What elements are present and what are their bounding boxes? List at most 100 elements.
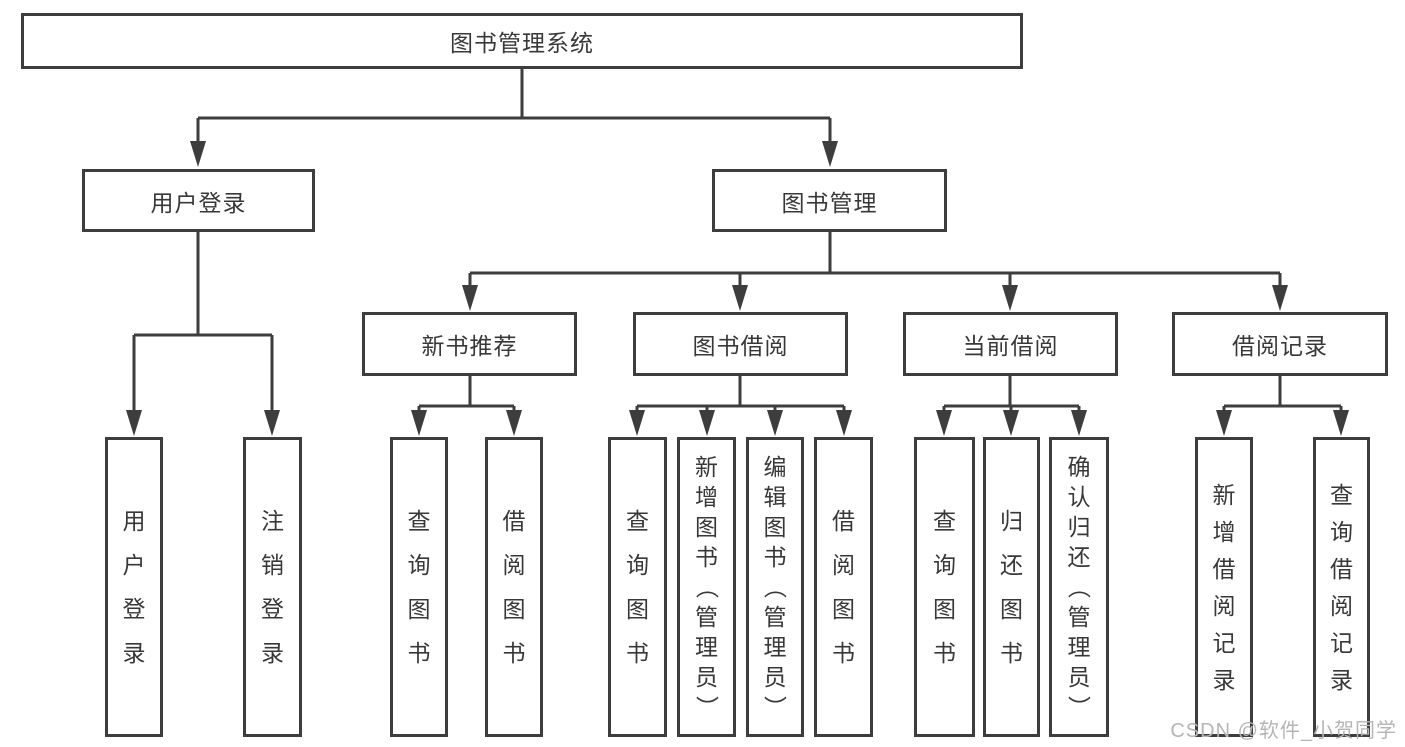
- node-label-char: 图: [502, 596, 526, 622]
- node-label-char: 询: [626, 552, 649, 578]
- node-label-char: （: [693, 575, 720, 599]
- node-label-char: 录: [261, 640, 284, 666]
- node-label-char: 借: [1330, 555, 1353, 582]
- node-leaf-confirm-return: 确认归还 （ 管理员 ）: [1049, 437, 1109, 737]
- node-label-char: 员: [695, 664, 718, 690]
- node-label-char: 登: [261, 596, 284, 622]
- node-label-char: 新: [695, 454, 718, 480]
- node-leaf-add-book: 新增图书 （ 管理员 ）: [677, 437, 736, 737]
- node-label-char: 管: [1067, 604, 1091, 630]
- node-label-char: 查: [407, 508, 431, 534]
- node-label-char: （: [1066, 575, 1092, 599]
- node-label: 当前借阅: [962, 333, 1059, 359]
- node-label-char: 登: [122, 596, 146, 622]
- node-leaf-query-book-3: 查询图书: [914, 437, 975, 737]
- node-label-char: 新: [1212, 481, 1236, 508]
- node-label-char: 理: [763, 634, 787, 660]
- node-label-char: 增: [1212, 518, 1236, 545]
- node-label-char: 询: [933, 552, 956, 578]
- node-label-char: 员: [763, 664, 787, 690]
- node-label-char: 理: [695, 634, 718, 660]
- node-label-char: 图: [626, 596, 649, 622]
- node-book-mgmt: 图书管理: [712, 169, 947, 232]
- node-label-char: 理: [1067, 634, 1091, 660]
- node-label-char: 确: [1067, 454, 1091, 480]
- node-label-char: 编: [763, 454, 787, 480]
- node-label-char: 归: [1000, 508, 1023, 534]
- watermark: CSDN @软件_小贺同学: [1170, 720, 1397, 742]
- node-label-char: 书: [933, 640, 956, 666]
- node-label-char: 增: [695, 484, 718, 510]
- node-leaf-borrow-book-1: 借阅图书: [485, 437, 543, 737]
- node-label-char: 归: [1067, 514, 1091, 540]
- node-label-char: 录: [122, 640, 146, 666]
- node-label-char: 借: [832, 508, 855, 534]
- node-label-char: 阅: [832, 552, 855, 578]
- node-label-char: 还: [1067, 544, 1091, 570]
- node-label-char: 管: [763, 604, 787, 630]
- node-label-char: 询: [407, 552, 431, 578]
- node-leaf-query-book-2: 查询图书: [608, 437, 667, 737]
- node-label-char: 员: [1067, 664, 1091, 690]
- node-label-char: 销: [261, 552, 284, 578]
- node-leaf-edit-book: 编辑图书（管理员）: [746, 437, 804, 737]
- node-leaf-query-book-1: 查询图书: [390, 437, 448, 737]
- node-label-char: 借: [502, 508, 526, 534]
- node-label-char: ）: [1066, 695, 1092, 719]
- node-leaf-add-record: 新增借阅记录: [1195, 437, 1253, 737]
- node-label-char: ）: [693, 695, 720, 719]
- node-label-char: 注: [261, 508, 284, 534]
- node-label-char: 记: [1330, 629, 1353, 656]
- node-label-char: 阅: [1330, 592, 1353, 619]
- node-label-char: 书: [407, 640, 431, 666]
- node-leaf-return-book: 归还图书: [983, 437, 1040, 737]
- node-label-char: 图: [407, 596, 431, 622]
- node-label-char: 询: [1330, 518, 1353, 545]
- node-label: 用户登录: [150, 189, 247, 216]
- node-label-char: 图: [933, 596, 956, 622]
- node-leaf-query-record: 查询借阅记录: [1313, 437, 1370, 737]
- node-label-char: （: [762, 575, 788, 599]
- node-label-char: 借: [1212, 555, 1236, 582]
- node-current-borrow: 当前借阅: [903, 312, 1118, 376]
- node-label: 图书管理系统: [450, 30, 594, 56]
- node-label-char: 书: [626, 640, 649, 666]
- node-label-char: 查: [626, 508, 649, 534]
- node-label-char: 还: [1000, 552, 1023, 578]
- node-label-char: 书: [502, 640, 526, 666]
- node-label-char: 图: [832, 596, 855, 622]
- node-new-book-rec: 新书推荐: [362, 312, 577, 376]
- node-label-char: 辑: [763, 484, 787, 510]
- node-borrow-records: 借阅记录: [1172, 312, 1388, 376]
- node-label-char: 录: [1212, 666, 1236, 693]
- node-label-char: 记: [1212, 629, 1236, 656]
- node-label-char: 查: [1330, 481, 1353, 508]
- node-library-system: 图书管理系统: [21, 13, 1023, 69]
- node-label: 图书借阅: [692, 333, 789, 359]
- node-user-login: 用户登录: [82, 169, 315, 232]
- node-label-char: 阅: [502, 552, 526, 578]
- node-book-borrow: 图书借阅: [633, 312, 848, 376]
- node-label-char: 录: [1330, 666, 1353, 693]
- node-label: 借阅记录: [1232, 333, 1328, 359]
- node-label-char: 图: [1000, 596, 1023, 622]
- node-label: 新书推荐: [421, 333, 518, 359]
- node-label-char: 管: [695, 604, 718, 630]
- node-leaf-logout: 注销登录: [243, 437, 302, 737]
- node-label-char: 用: [122, 508, 146, 534]
- node-label-char: 书: [1000, 640, 1023, 666]
- node-leaf-borrow-book-2: 借阅图书: [814, 437, 873, 737]
- node-label-char: ）: [762, 695, 788, 719]
- node-label-char: 图: [695, 514, 718, 540]
- node-label: 图书管理: [781, 189, 878, 216]
- node-label-char: 阅: [1212, 592, 1236, 619]
- node-label-char: 户: [122, 552, 146, 578]
- node-label-char: 书: [763, 544, 787, 570]
- node-leaf-user-login: 用户登录: [105, 437, 163, 737]
- node-label-char: 书: [695, 544, 718, 570]
- node-label-char: 查: [933, 508, 956, 534]
- node-label-char: 书: [832, 640, 855, 666]
- node-label-char: 认: [1067, 484, 1091, 510]
